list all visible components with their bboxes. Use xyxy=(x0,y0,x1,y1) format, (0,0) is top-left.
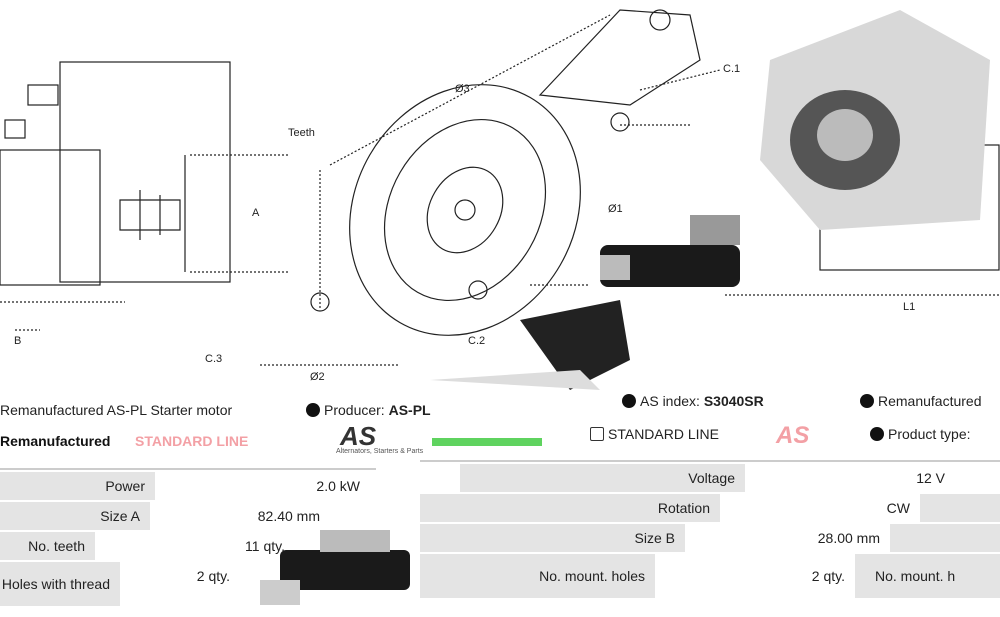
spec-key: Voltage xyxy=(460,464,745,492)
spec-value: 2 qty. xyxy=(655,554,855,598)
label-b: B xyxy=(14,335,21,347)
motor-side-outline xyxy=(59,61,231,283)
as-logo: AS Alternators, Starters & Parts xyxy=(336,421,424,455)
starter-photo-small xyxy=(600,215,740,287)
spec-value: CW xyxy=(720,494,920,522)
spec-value: 28.00 mm xyxy=(685,524,890,552)
producer: Producer: AS-PL xyxy=(306,402,431,418)
checkbox-icon xyxy=(590,427,604,441)
standard-line: STANDARD LINE xyxy=(590,426,719,442)
label-c1: C.1 xyxy=(723,63,740,75)
remanufactured-badge: Remanufactured xyxy=(0,433,111,449)
arrow-icon xyxy=(860,394,874,408)
spec-value: 82.40 mm xyxy=(150,502,330,530)
label-l1: L1 xyxy=(903,301,915,313)
spec-key: Rotation xyxy=(420,494,720,522)
spec-key: Holes with thread xyxy=(0,562,120,606)
spec-key: No. teeth xyxy=(0,532,95,560)
starter-photo-bottom xyxy=(260,530,410,605)
starter-photo-top xyxy=(760,10,990,230)
product-type: Product type: xyxy=(870,426,971,442)
tag-icon xyxy=(622,394,636,408)
label-c3: C.3 xyxy=(205,353,222,365)
label-teeth: Teeth xyxy=(288,127,315,139)
label-c2: C.2 xyxy=(468,335,485,347)
label-d2: Ø2 xyxy=(310,371,325,383)
starter-photo-middle xyxy=(430,300,630,390)
product-title: Remanufactured AS-PL Starter motor xyxy=(0,402,233,418)
product-type-label: Product type: xyxy=(888,426,971,442)
technical-drawing: Teeth A B Ø3 C.1 Ø1 C.3 Ø2 C.2 L1 xyxy=(0,9,1000,390)
arrow-icon xyxy=(306,403,320,417)
spec-key: Size A xyxy=(0,502,150,530)
spec-key: Size B xyxy=(420,524,685,552)
remanufactured-label: Remanufactured xyxy=(878,393,982,409)
spec-key-extra: No. mount. h xyxy=(855,554,1000,598)
standard-line-label: STANDARD LINE xyxy=(608,426,719,442)
producer-label: Producer: xyxy=(324,402,385,418)
logo-text: AS xyxy=(340,421,377,451)
label-d3: Ø3 xyxy=(455,83,470,95)
label-d1: Ø1 xyxy=(608,203,623,215)
spec-key: No. mount. holes xyxy=(420,554,655,598)
index-label: AS index: xyxy=(640,393,700,409)
spec-value: 2 qty. xyxy=(120,562,240,606)
label-a: A xyxy=(252,207,260,219)
spec-value: 2.0 kW xyxy=(155,472,370,500)
as-logo-red: AS xyxy=(776,422,810,449)
arrow-icon xyxy=(870,427,884,441)
producer-value: AS-PL xyxy=(388,402,431,418)
spec-value: 12 V xyxy=(745,464,955,492)
remanufactured-right: Remanufactured xyxy=(860,393,982,409)
as-index: AS index: S3040SR xyxy=(622,393,764,409)
logo-tagline: Alternators, Starters & Parts xyxy=(336,448,424,455)
standard-line-faded: STANDARD LINE xyxy=(135,433,249,449)
index-value: S3040SR xyxy=(703,393,764,409)
green-bar xyxy=(432,438,542,446)
spec-key: Power xyxy=(0,472,155,500)
spec-value: 11 qty. xyxy=(95,532,295,560)
